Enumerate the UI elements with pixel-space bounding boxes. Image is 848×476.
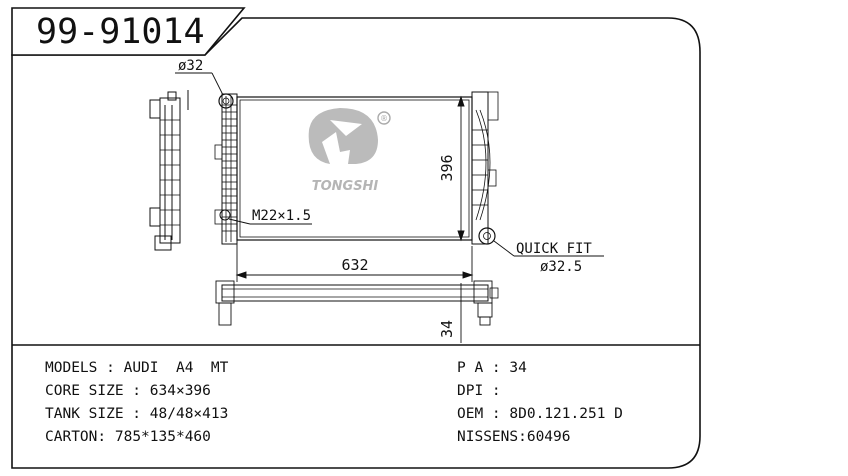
thickness-dimension (456, 283, 470, 343)
inlet-pipe (218, 93, 234, 109)
spec-tank-size: TANK SIZE : 48/48×413 (45, 406, 229, 422)
outlet-diameter-label: ø32.5 (540, 259, 582, 275)
spec-pa: P A : 34 (457, 360, 527, 376)
brand-logo: ® TONGSHI (308, 108, 391, 194)
brand-name: TONGSHI (312, 179, 379, 194)
spec-nissens: NISSENS:60496 (457, 429, 571, 445)
registered-mark: ® (380, 114, 388, 123)
drain-plug-label: M22×1.5 (252, 208, 311, 224)
sheet-border (11, 17, 701, 469)
drain-plug (219, 209, 231, 221)
part-number: 99-91014 (36, 12, 205, 52)
inlet-diameter-label: ø32 (178, 58, 203, 74)
outlet-label: QUICK FIT (516, 241, 592, 257)
spec-models: MODELS : AUDI A4 MT (45, 360, 229, 376)
title-box (11, 7, 246, 56)
width-dimension (235, 243, 474, 282)
spec-carton: CARTON: 785*135*460 (45, 429, 211, 445)
front-view (214, 91, 499, 245)
height-dimension (456, 95, 470, 242)
height-value: 396 (438, 154, 456, 181)
spec-core-size: CORE SIZE : 634×396 (45, 383, 211, 399)
spec-oem: OEM : 8D0.121.251 D (457, 406, 623, 422)
thickness-value: 34 (438, 320, 456, 338)
outlet-pipe (478, 227, 496, 245)
spec-dpi: DPI : (457, 383, 510, 399)
top-view (215, 280, 499, 326)
width-value: 632 (341, 256, 368, 274)
side-view (149, 90, 189, 251)
